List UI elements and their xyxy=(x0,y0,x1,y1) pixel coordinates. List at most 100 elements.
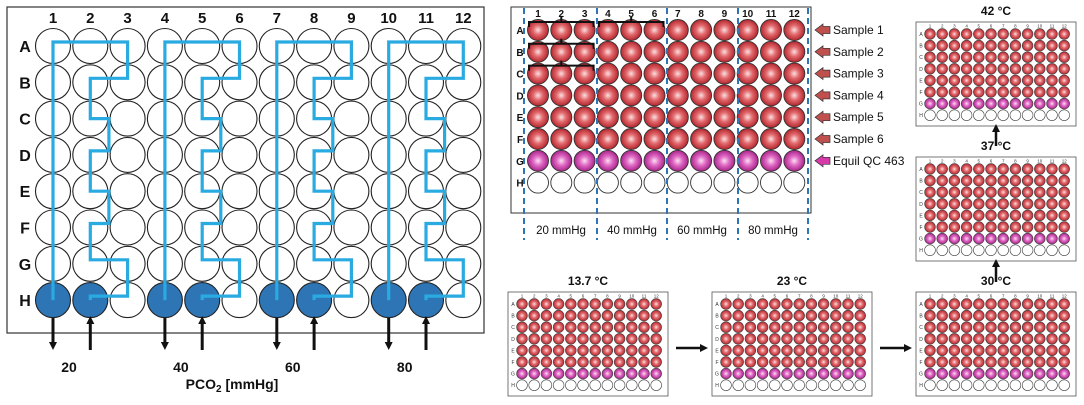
well xyxy=(997,209,1009,222)
well xyxy=(540,321,553,333)
column-label: 8 xyxy=(1014,159,1017,164)
well xyxy=(613,367,626,380)
well xyxy=(985,367,997,380)
well xyxy=(1009,163,1022,175)
sample-well xyxy=(666,62,689,85)
well xyxy=(626,333,638,345)
well xyxy=(626,367,638,380)
well xyxy=(985,28,997,40)
well xyxy=(842,321,854,333)
well xyxy=(1034,51,1046,63)
well xyxy=(781,379,793,391)
well xyxy=(805,298,818,310)
sample-well xyxy=(620,40,643,63)
well xyxy=(793,333,805,345)
qc-well xyxy=(643,149,666,172)
column-label: 5 xyxy=(978,159,981,164)
row-label: E xyxy=(715,348,719,354)
replicate-brackets xyxy=(528,17,665,71)
well xyxy=(1009,244,1022,256)
well xyxy=(744,379,757,391)
well xyxy=(924,28,936,40)
column-label: 8 xyxy=(698,9,704,20)
well xyxy=(552,367,565,380)
well xyxy=(1009,321,1022,333)
well xyxy=(1034,97,1046,110)
column-label: 3 xyxy=(953,159,956,164)
well xyxy=(528,333,540,345)
well xyxy=(528,321,540,333)
well xyxy=(516,344,528,357)
qc-well xyxy=(666,149,689,172)
sample-well xyxy=(783,106,806,129)
well xyxy=(1058,344,1070,357)
well xyxy=(1009,63,1022,75)
well xyxy=(601,333,614,345)
column-label: 10 xyxy=(629,294,635,299)
well xyxy=(732,309,744,322)
well xyxy=(936,28,948,40)
column-label: 4 xyxy=(161,10,170,27)
well xyxy=(744,344,757,357)
sample-well xyxy=(760,128,782,150)
well xyxy=(817,379,830,391)
column-label: 2 xyxy=(941,24,944,29)
well xyxy=(924,221,936,233)
column-label: 9 xyxy=(1026,294,1029,299)
well xyxy=(973,186,985,198)
well xyxy=(985,109,997,121)
well xyxy=(830,333,842,345)
well xyxy=(1046,379,1058,391)
well xyxy=(1021,379,1034,391)
column-label: 5 xyxy=(774,294,777,299)
empty-well xyxy=(596,171,619,194)
column-label: 4 xyxy=(965,159,968,164)
well xyxy=(1009,344,1022,357)
well xyxy=(1021,356,1034,368)
well xyxy=(948,309,961,322)
well xyxy=(720,367,732,380)
well xyxy=(985,39,997,52)
sample-well xyxy=(620,84,643,107)
well xyxy=(985,244,997,256)
well xyxy=(732,356,744,368)
column-label: 4 xyxy=(557,294,560,299)
fill-direction-arrows xyxy=(49,316,430,350)
pco2-value: 20 xyxy=(61,359,77,375)
column-label: 8 xyxy=(310,10,318,27)
well xyxy=(1021,221,1034,233)
well xyxy=(973,97,985,110)
well xyxy=(924,232,936,245)
well xyxy=(973,344,985,357)
well xyxy=(985,63,997,75)
row-label: G xyxy=(919,102,923,108)
well xyxy=(793,321,805,333)
well xyxy=(1034,379,1046,391)
well xyxy=(1009,109,1022,121)
sample-well xyxy=(783,128,806,150)
well xyxy=(744,298,757,310)
well xyxy=(1058,109,1070,121)
row-label: H xyxy=(715,383,719,389)
well xyxy=(1058,321,1070,333)
sample-well xyxy=(527,40,549,63)
column-label: 6 xyxy=(786,294,789,299)
column-label: 5 xyxy=(198,10,206,27)
well xyxy=(924,298,936,310)
column-label: 12 xyxy=(858,294,864,299)
well xyxy=(732,298,744,310)
well xyxy=(960,221,973,233)
well xyxy=(613,309,626,322)
well xyxy=(744,321,757,333)
well xyxy=(973,209,985,222)
well xyxy=(732,321,744,333)
column-label: 1 xyxy=(521,294,524,299)
well xyxy=(830,321,842,333)
well xyxy=(854,356,866,368)
well xyxy=(973,333,985,345)
empty-well xyxy=(527,171,549,194)
well xyxy=(1034,198,1046,210)
well xyxy=(936,321,948,333)
